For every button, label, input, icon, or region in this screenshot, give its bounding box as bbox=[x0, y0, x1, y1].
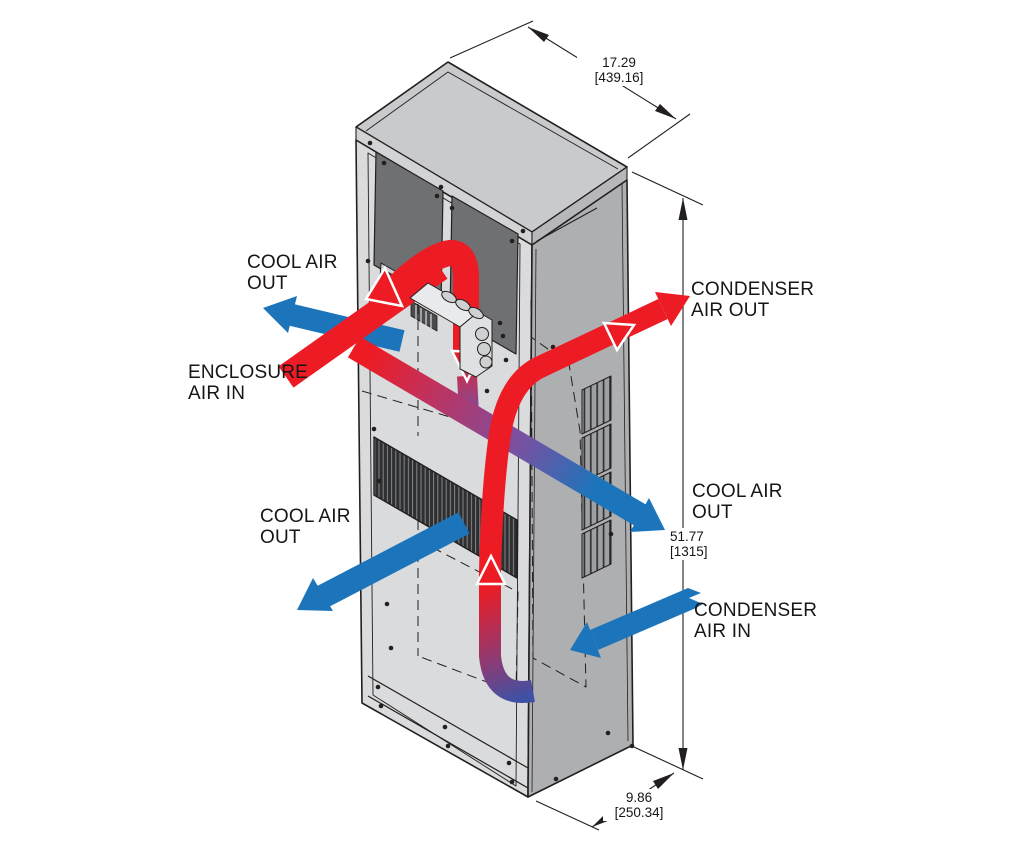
arrow-condenser-air-in bbox=[570, 588, 703, 658]
dimension-width-mm: [439.16] bbox=[594, 70, 644, 85]
dimension-height-mm: [1315] bbox=[670, 544, 708, 559]
dimension-height: 51.77 [1315] bbox=[668, 528, 714, 560]
arrow-cool-air-out-left bbox=[297, 512, 470, 611]
side-louvers bbox=[581, 375, 612, 579]
dimension-depth-in: 9.86 bbox=[625, 790, 653, 805]
dimension-depth-mm: [250.34] bbox=[614, 805, 664, 820]
label-enclosure-air-in: ENCLOSURE AIR IN bbox=[188, 362, 309, 404]
label-cool-air-out-right: COOL AIR OUT bbox=[692, 481, 783, 523]
screws bbox=[365, 140, 635, 785]
label-cool-air-out-top: COOL AIR OUT bbox=[247, 252, 338, 294]
dimension-depth: 9.86 [250.34] bbox=[603, 789, 675, 821]
dimension-width: 17.29 [439.16] bbox=[577, 54, 661, 86]
label-cool-air-out-left: COOL AIR OUT bbox=[260, 506, 351, 548]
arrow-condenser-air-out bbox=[474, 292, 690, 703]
label-condenser-air-in: CONDENSER AIR IN bbox=[694, 600, 818, 642]
dimension-width-in: 17.29 bbox=[602, 55, 636, 70]
dimension-height-in: 51.77 bbox=[670, 529, 704, 544]
knockout-box bbox=[409, 282, 493, 378]
label-condenser-air-out: CONDENSER AIR OUT bbox=[691, 279, 815, 321]
